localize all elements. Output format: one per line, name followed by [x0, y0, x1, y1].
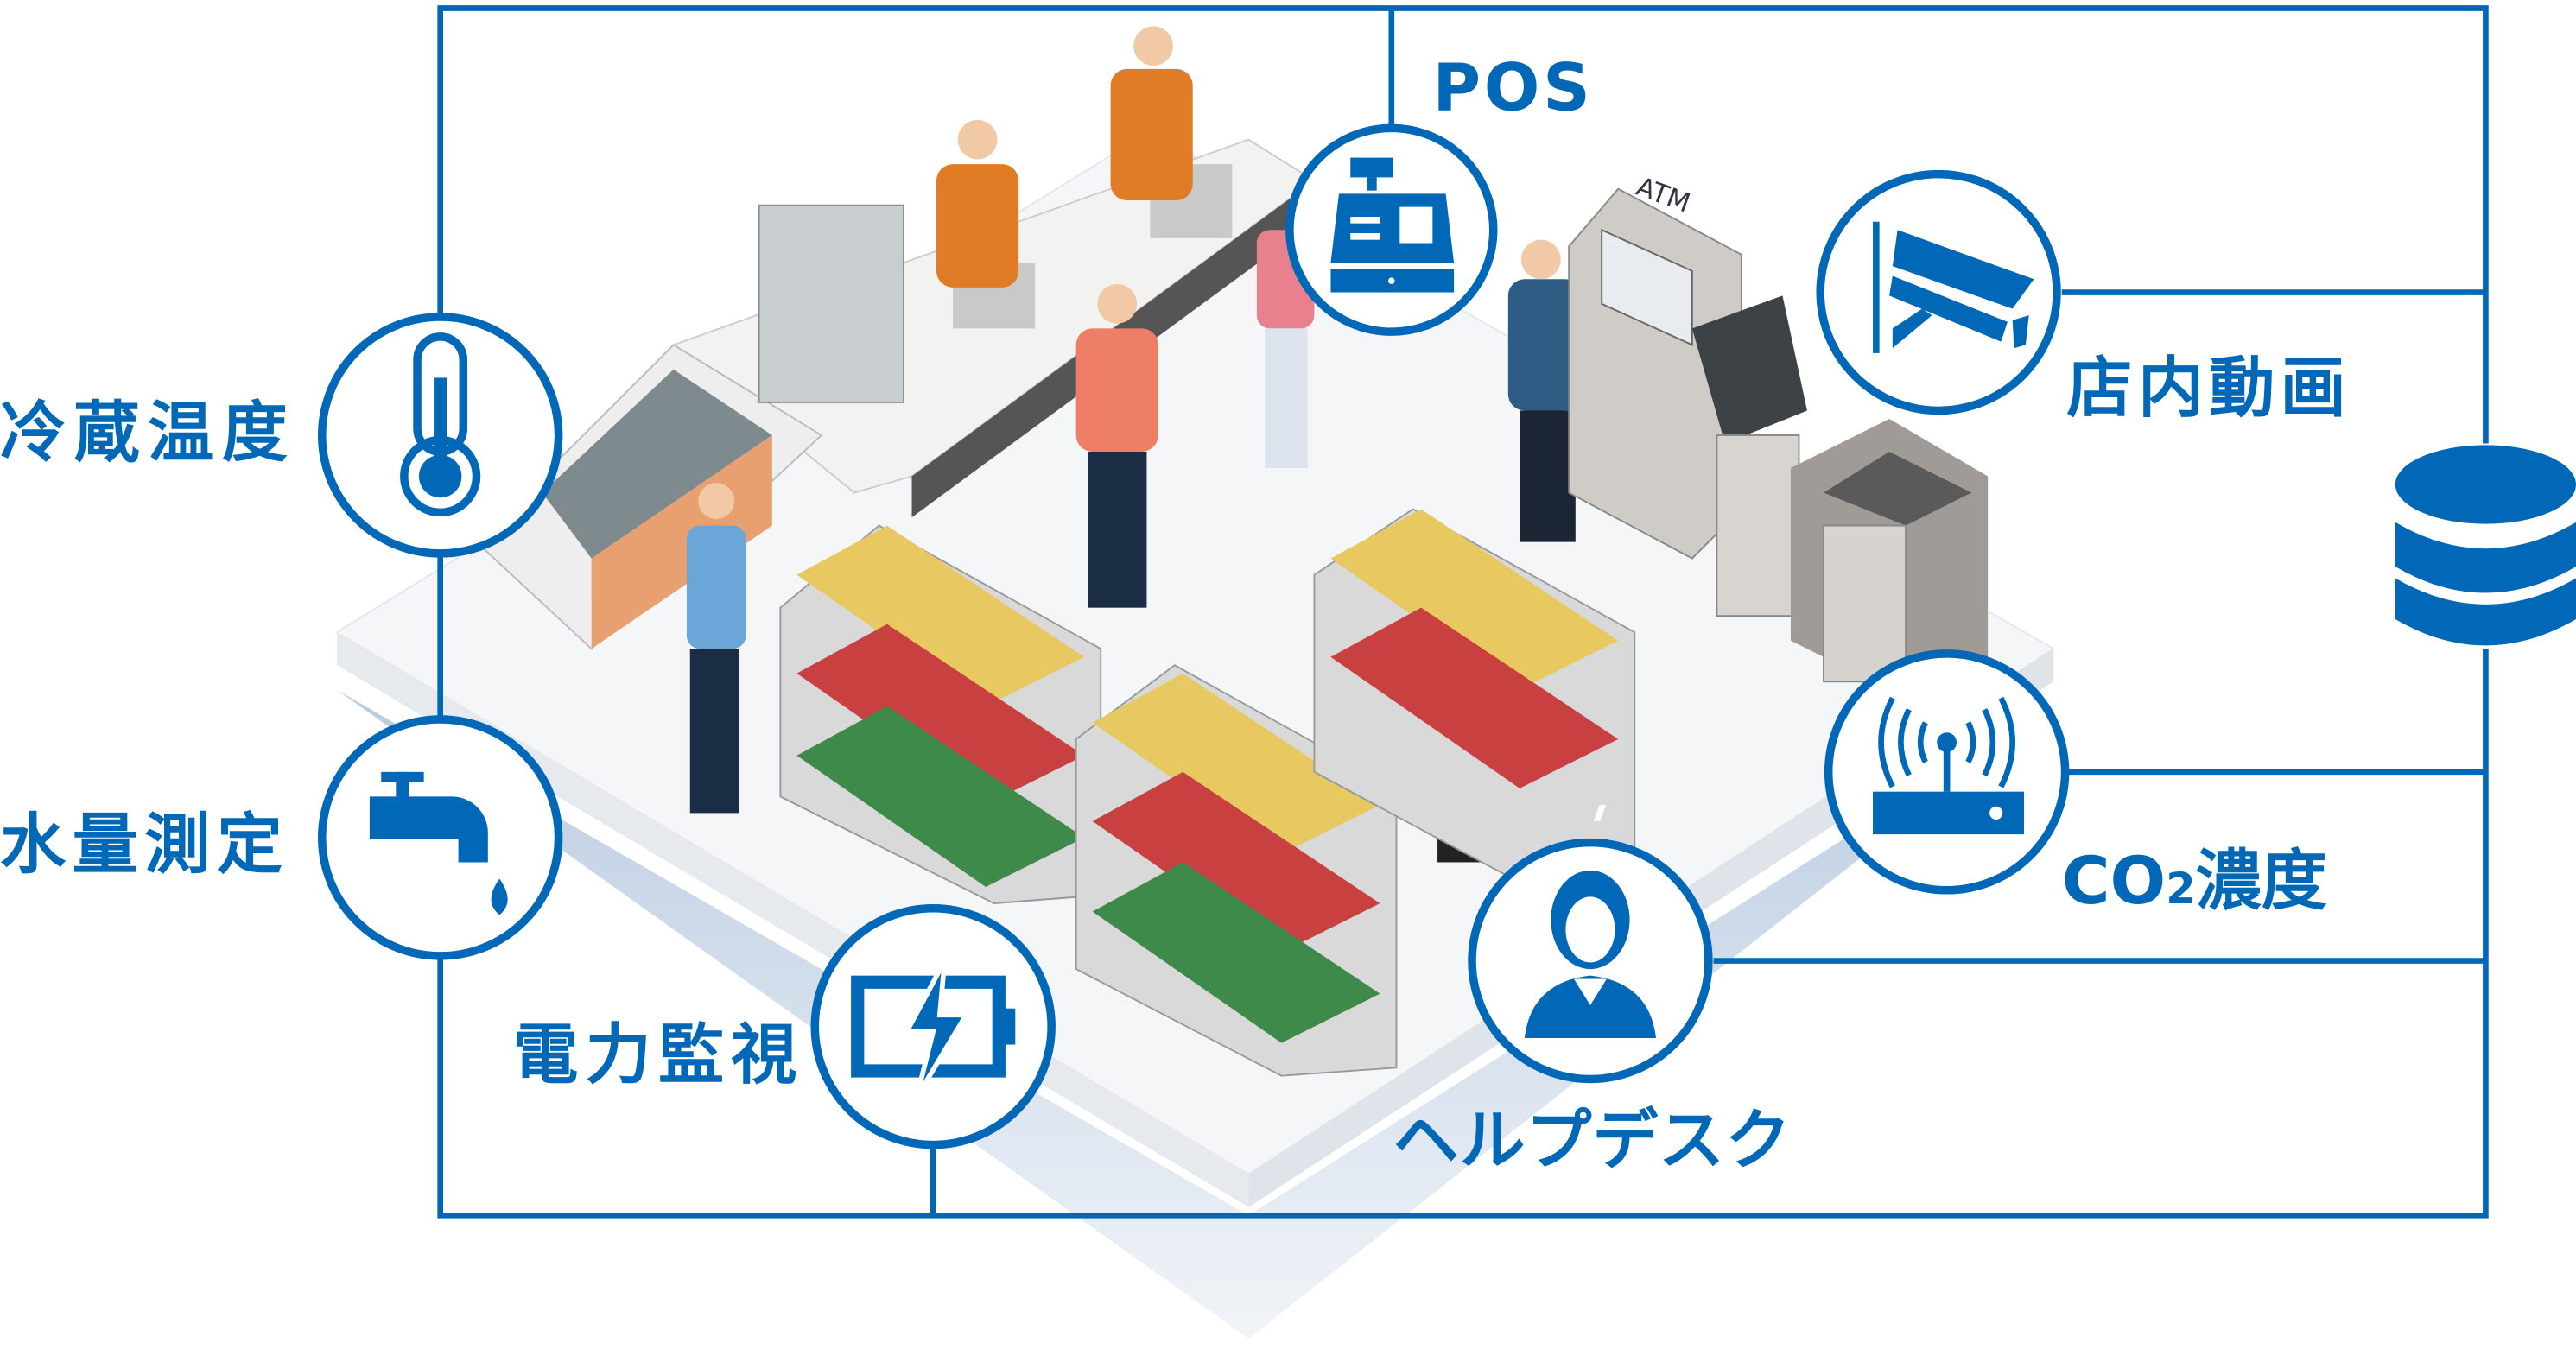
helpdesk-label: ヘルプデスク: [1393, 1101, 1791, 1178]
pos-node[interactable]: POS: [1285, 48, 1590, 336]
co2-label-suffix: 濃度: [2196, 842, 2327, 919]
power-monitoring-label: 電力監視: [512, 1016, 796, 1093]
shelves: [779, 508, 1636, 1077]
refrigerated-case: [475, 204, 904, 650]
thermometer-icon: [400, 332, 481, 517]
customers: [686, 230, 1583, 863]
co2-label: CO2濃度: [2062, 842, 2327, 919]
water-usage-node[interactable]: 水量測定: [0, 715, 563, 960]
cash-register-icon: [1330, 157, 1455, 293]
battery-charging-icon: [851, 959, 1016, 1099]
refrigeration-temp-node[interactable]: 冷蔵温度: [0, 313, 563, 558]
atm-machine: ATM: [1568, 172, 1807, 617]
staff: [936, 26, 1193, 288]
wifi-router-icon: [1593, 696, 2024, 835]
security-camera-icon: [1873, 221, 2034, 353]
database-icon: [2395, 445, 2576, 646]
faucet-icon: [369, 771, 508, 915]
helpdesk-node[interactable]: ヘルプデスク: [1393, 838, 1791, 1179]
co2-label-subscript: 2: [2166, 864, 2195, 914]
refrigeration-temp-label: 冷蔵温度: [0, 394, 288, 471]
store-video-label: 店内動画: [2066, 349, 2345, 426]
operator-person-icon: [1524, 870, 1656, 1038]
power-monitoring-node[interactable]: 電力監視: [512, 903, 1056, 1149]
co2-label-prefix: CO: [2062, 842, 2166, 919]
network-lines: [437, 5, 2489, 1219]
store-video-node[interactable]: 店内動画: [1816, 169, 2346, 427]
store-illustration: ATM: [335, 26, 2056, 1339]
floor-shadow: [336, 689, 2054, 1339]
water-usage-label: 水量測定: [0, 806, 282, 883]
pos-label: POS: [1432, 48, 1590, 125]
co2-node[interactable]: CO2濃度: [1593, 649, 2327, 919]
copier: [1790, 418, 1989, 690]
